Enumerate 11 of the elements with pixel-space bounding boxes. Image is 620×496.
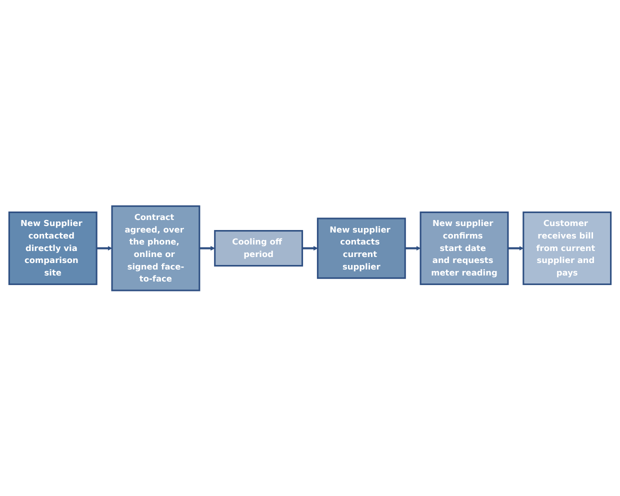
node-box: New Supplier contacted directly via comparison site [8,211,98,285]
node-box: New supplier contacts current supplier [316,217,406,279]
node-box: Cooling off period [214,230,304,266]
node-box: Customer receives bill from current supplier and pays [522,211,612,285]
arrow [96,246,112,250]
arrow [199,246,216,250]
node-box: New supplier confirms start date and requests meter reading [420,211,509,285]
arrow [405,246,421,250]
node-box: Contract agreed, over the phone, online or signed face-to-face [111,205,200,291]
arrow [508,246,524,250]
arrow [302,246,318,250]
